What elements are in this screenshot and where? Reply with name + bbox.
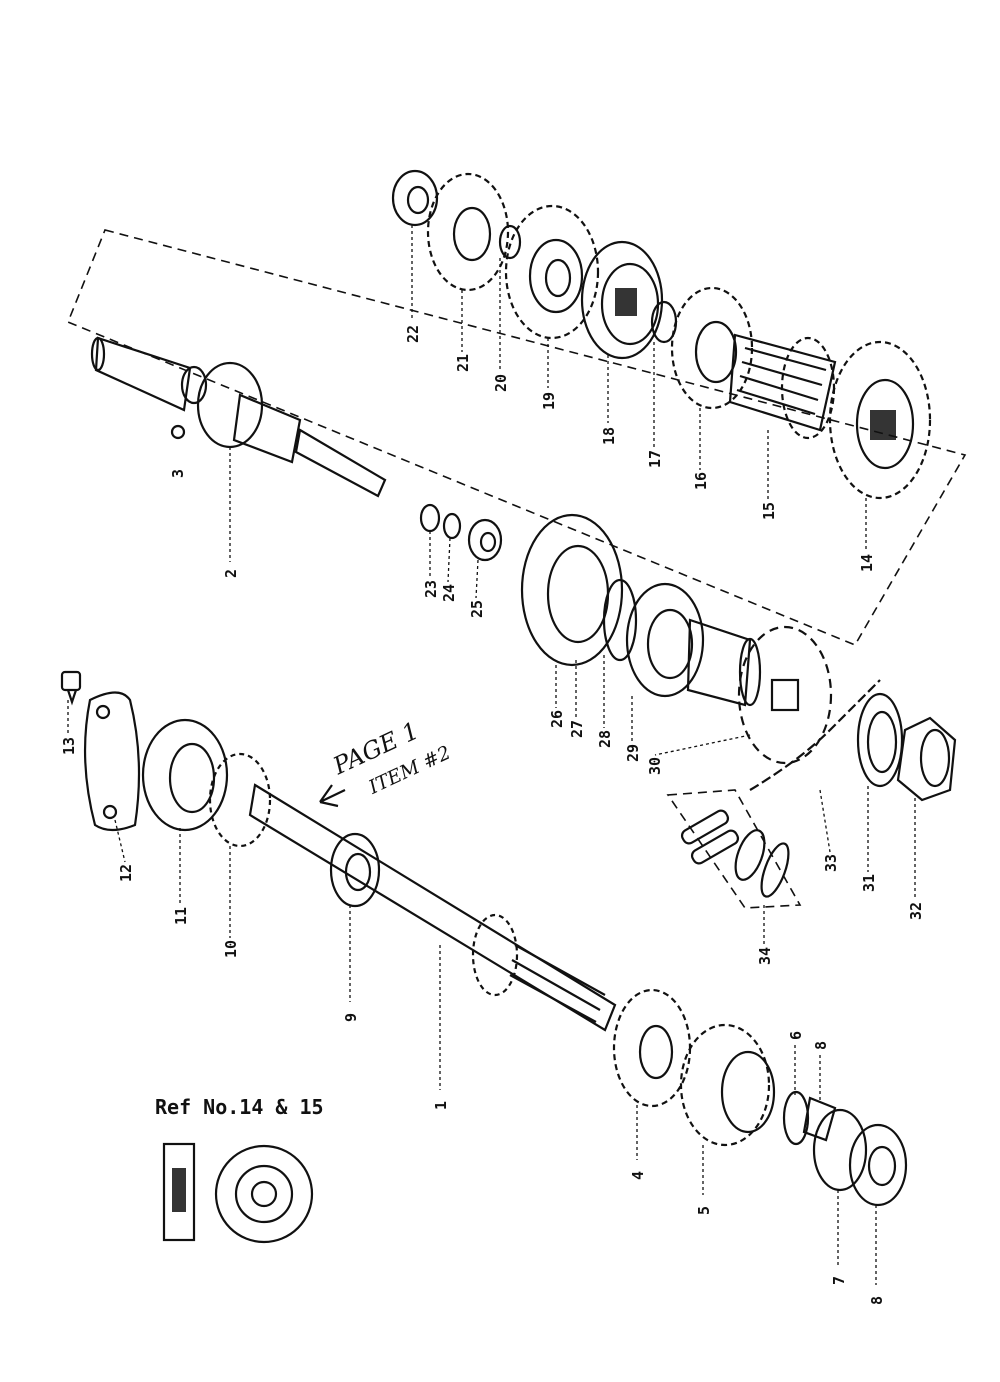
part-label-2: 2 xyxy=(222,569,240,578)
part-label-8-upper: 8 xyxy=(812,1041,830,1050)
output-sprocket-assembly xyxy=(520,513,957,909)
part-label-10: 10 xyxy=(222,940,240,958)
ref-note: Ref No.14 & 15 xyxy=(155,1095,324,1119)
part-label-21: 21 xyxy=(454,354,472,372)
part-label-9: 9 xyxy=(342,1013,360,1022)
part-label-31: 31 xyxy=(860,874,878,892)
part-label-23: 23 xyxy=(422,580,440,598)
part-label-3: 3 xyxy=(169,469,187,478)
part-label-19: 19 xyxy=(540,392,558,410)
part-label-1: 1 xyxy=(432,1101,450,1110)
part-label-20: 20 xyxy=(492,374,510,392)
part-label-7: 7 xyxy=(830,1276,848,1285)
main-shaft-assembly xyxy=(60,670,908,1207)
part-label-27: 27 xyxy=(568,720,586,738)
part-label-33: 33 xyxy=(822,854,840,872)
part-label-12: 12 xyxy=(117,864,135,882)
part-label-18: 18 xyxy=(600,427,618,445)
part-label-17: 17 xyxy=(646,450,664,468)
handwritten-arrow xyxy=(319,784,346,808)
part-label-22: 22 xyxy=(404,325,422,343)
small-retainer-parts xyxy=(419,503,503,562)
part-label-29: 29 xyxy=(624,744,642,762)
part-label-26: 26 xyxy=(548,710,566,728)
part-label-11: 11 xyxy=(172,907,190,925)
part-label-30: 30 xyxy=(646,757,664,775)
part-label-15: 15 xyxy=(760,502,778,520)
part-label-16: 16 xyxy=(692,472,710,490)
part-label-28: 28 xyxy=(596,730,614,748)
part-label-25: 25 xyxy=(468,600,486,618)
part-label-34: 34 xyxy=(756,947,774,965)
part-label-14: 14 xyxy=(858,554,876,572)
countershaft xyxy=(90,336,387,498)
part-label-4: 4 xyxy=(629,1171,647,1180)
countershaft-gear-cluster xyxy=(391,169,932,500)
part-label-6: 6 xyxy=(787,1031,805,1040)
part-label-24: 24 xyxy=(440,584,458,602)
leader-lines xyxy=(67,225,916,1285)
part-label-5: 5 xyxy=(695,1206,713,1215)
part-number-labels: 22 21 20 19 18 17 16 15 14 3 2 23 24 25 … xyxy=(60,325,925,1305)
ref-detail-drawing xyxy=(162,1142,314,1244)
part-label-8-lower: 8 xyxy=(868,1296,886,1305)
part-label-13: 13 xyxy=(60,737,78,755)
part-label-32: 32 xyxy=(907,902,925,920)
